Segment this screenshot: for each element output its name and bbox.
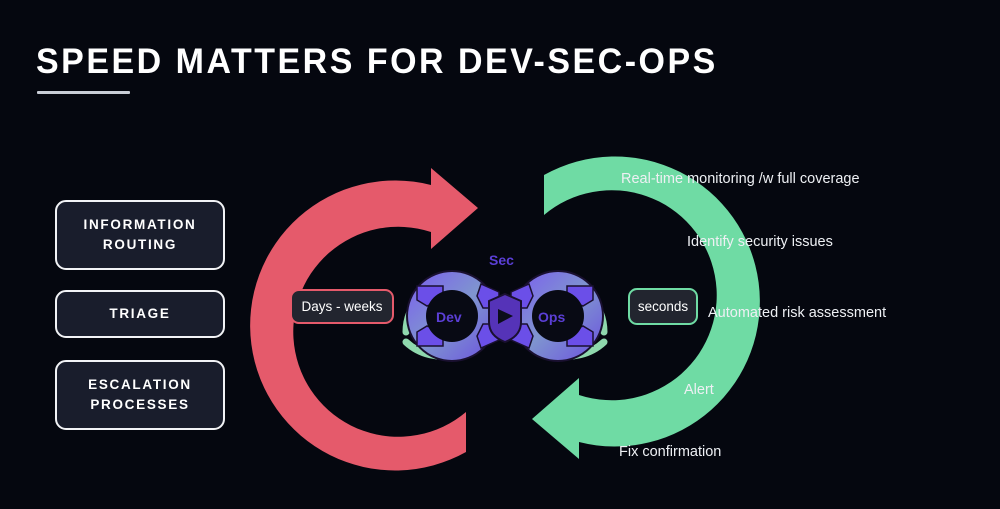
badge-seconds: seconds	[628, 288, 698, 325]
page-title: SPEED MATTERS FOR DEV-SEC-OPS	[36, 42, 718, 81]
title-underline-rule	[37, 91, 130, 94]
loop-label-ops: Ops	[538, 309, 566, 325]
card-triage[interactable]: TRIAGE	[55, 290, 225, 338]
fast-cycle-arrow	[532, 156, 760, 459]
right-item-realtime-monitoring: Real-time monitoring /w full coverage	[621, 171, 860, 187]
infinity-symbol	[402, 270, 608, 362]
shield-icon	[488, 292, 522, 344]
right-item-automated-risk-assessment: Automated risk assessment	[708, 305, 887, 321]
slow-cycle-arrow	[250, 168, 478, 471]
right-item-fix-confirmation: Fix confirmation	[619, 444, 722, 460]
card-information-routing[interactable]: INFORMATION ROUTING	[55, 200, 225, 270]
card-escalation-processes[interactable]: ESCALATION PROCESSES	[55, 360, 225, 430]
loop-label-dev: Dev	[436, 309, 462, 325]
loop-label-sec: Sec	[489, 252, 514, 268]
right-item-alert: Alert	[684, 382, 714, 398]
badge-days-weeks: Days - weeks	[290, 289, 394, 324]
right-item-identify-security-issues: Identify security issues	[687, 234, 833, 250]
